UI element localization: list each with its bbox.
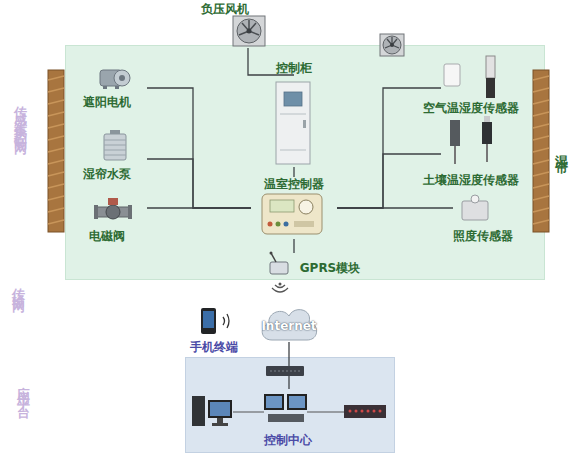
wireless-symbol-phone-part — [227, 314, 229, 328]
fan-node: 负压风机 — [230, 2, 266, 48]
device-label: 遮阳电机 — [67, 95, 147, 109]
device-label: 湿帘水泵 — [67, 167, 147, 181]
wet-curtain-left-part — [48, 70, 64, 232]
cloud-label: Internet — [258, 319, 320, 333]
terminal-label: 手机终端 — [186, 340, 242, 354]
device-label: 温室控制器 — [251, 177, 337, 191]
layer-heading: 传输网 — [8, 278, 28, 296]
curtain-label: 湿帘 — [551, 145, 571, 153]
gprs-node: GPRS模块 — [265, 253, 361, 281]
control-center-node: 控制中心 — [259, 389, 317, 449]
controller-node: 温室控制器 — [251, 177, 337, 239]
fan-icon-part — [233, 16, 265, 46]
platform-band: 应用平台控制中心 — [185, 357, 395, 453]
device-node: 电磁阀 — [67, 199, 147, 245]
sensor-node: 照度传感器 — [453, 196, 513, 244]
device-node: 控制柜 — [269, 75, 319, 167]
device-label: 照度传感器 — [445, 229, 521, 243]
device-label: 控制柜 — [269, 61, 319, 75]
phone-node: 手机终端 — [186, 306, 242, 354]
wet-curtain-left-part — [48, 76, 64, 224]
phone-icon — [201, 308, 216, 334]
layer-heading: 传感采集控制网 — [10, 96, 30, 138]
wireless-symbol-part — [272, 288, 288, 292]
wireless-symbol-part — [279, 283, 282, 286]
phone-icon-part — [203, 311, 214, 328]
wireless-symbol — [272, 283, 288, 293]
device-node: 遮阳电机 — [67, 65, 147, 111]
device-label: 土壤温湿度传感器 — [415, 173, 527, 187]
fan-icon-part — [239, 20, 259, 35]
device-label: 空气温湿度传感器 — [415, 101, 527, 115]
fan-icon-part — [237, 19, 261, 43]
fan-icon-part — [247, 29, 252, 34]
terminal-label: 控制中心 — [255, 433, 321, 447]
fan-label: 负压风机 — [194, 2, 256, 16]
device-node: 湿帘水泵 — [67, 135, 147, 183]
sensor-node: 土壤温湿度传感器 — [441, 119, 525, 189]
device-label: 电磁阀 — [67, 229, 147, 243]
greenhouse-band: 传感采集控制网控制柜遮阳电机湿帘水泵电磁阀温室控制器空气温湿度传感器土壤温湿度传… — [65, 45, 545, 280]
layer-heading: 应用平台 — [13, 376, 33, 400]
fan-icon — [233, 16, 265, 46]
phone-icon-part — [201, 308, 216, 334]
wireless-symbol-phone-part — [223, 317, 225, 325]
wireless-symbol-part — [275, 285, 285, 288]
wireless-symbol-phone — [223, 314, 229, 328]
wet-curtain-left — [48, 70, 64, 232]
device-label: GPRS模块 — [297, 261, 363, 275]
sensor-node: 空气温湿度传感器 — [441, 59, 525, 117]
internet-cloud: Internet — [258, 304, 320, 342]
